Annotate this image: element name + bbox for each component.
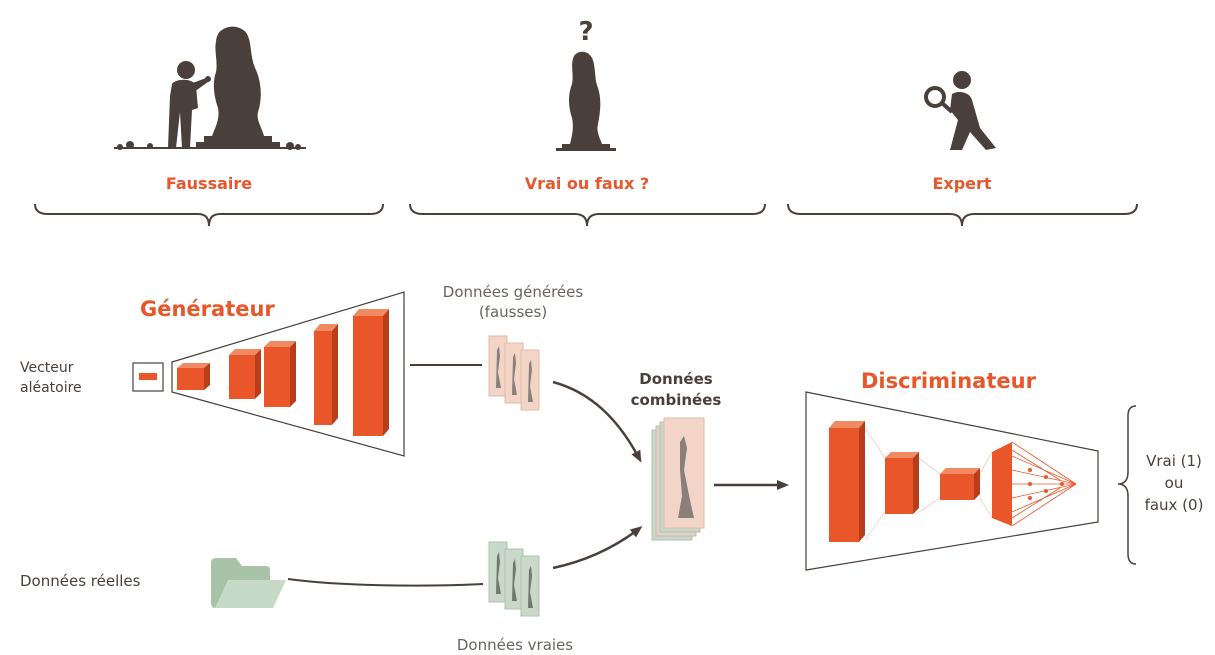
- generator-layer-1: [177, 363, 210, 390]
- output-label-line2: ou: [1165, 474, 1184, 492]
- generator-title: Générateur: [140, 297, 275, 321]
- forger-brace: [34, 203, 384, 227]
- arrow-real-to-combined: [552, 526, 643, 570]
- fake-sample-card: [504, 342, 524, 404]
- real-samples-label: Données vraies: [457, 636, 573, 654]
- real-sample-card: [488, 541, 508, 603]
- output-label-line3: faux (0): [1145, 496, 1204, 514]
- arrow-fake-to-combined: [552, 380, 642, 463]
- question-label: Vrai ou faux ?: [525, 174, 649, 193]
- combined-data-stack: [651, 417, 705, 541]
- generator-layer-3: [264, 341, 296, 407]
- expert-icon: [924, 71, 996, 150]
- random-vector-label-line1: Vecteur: [20, 360, 74, 376]
- forger-label: Faussaire: [166, 174, 252, 193]
- real-data-samples: [488, 541, 540, 617]
- generator-layer-5: [353, 309, 389, 436]
- question-brace: [409, 203, 766, 227]
- output-label-line1: Vrai (1): [1146, 452, 1202, 470]
- expert-label: Expert: [932, 174, 991, 193]
- random-vector-label-line2: aléatoire: [20, 380, 82, 396]
- combined-data-label-line2: combinées: [631, 391, 722, 409]
- generated-data-label-line1: Données générées: [443, 283, 584, 301]
- real-sample-card: [520, 555, 540, 617]
- generated-data-samples: [488, 335, 540, 411]
- question-mark: ?: [578, 17, 593, 47]
- discriminator-layer-2: [885, 452, 919, 514]
- generator-layer-2: [229, 349, 261, 399]
- folder-icon: [211, 558, 286, 608]
- discriminator-title: Discriminateur: [861, 369, 1037, 393]
- real-data-line: [287, 578, 484, 587]
- statue-icon: [556, 51, 616, 151]
- discriminator-layer-3: [940, 468, 980, 500]
- random-vector: [132, 362, 164, 392]
- expert-brace: [787, 203, 1138, 227]
- discriminator-layer-1: [829, 421, 865, 542]
- discriminator-fc-layer: [992, 441, 1077, 527]
- generator-network: [171, 291, 405, 457]
- forger-icon: [114, 26, 306, 150]
- real-data-label: Données réelles: [20, 572, 141, 590]
- discriminator-network: [805, 391, 1099, 571]
- combined-data-label-line1: Données: [639, 370, 712, 388]
- fake-sample-card: [520, 349, 540, 411]
- generator-layer-4: [314, 324, 338, 425]
- fake-sample-card: [488, 335, 508, 397]
- generated-data-label-line2: (fausses): [479, 303, 547, 321]
- output-brace: [1117, 405, 1137, 565]
- real-sample-card: [504, 548, 524, 610]
